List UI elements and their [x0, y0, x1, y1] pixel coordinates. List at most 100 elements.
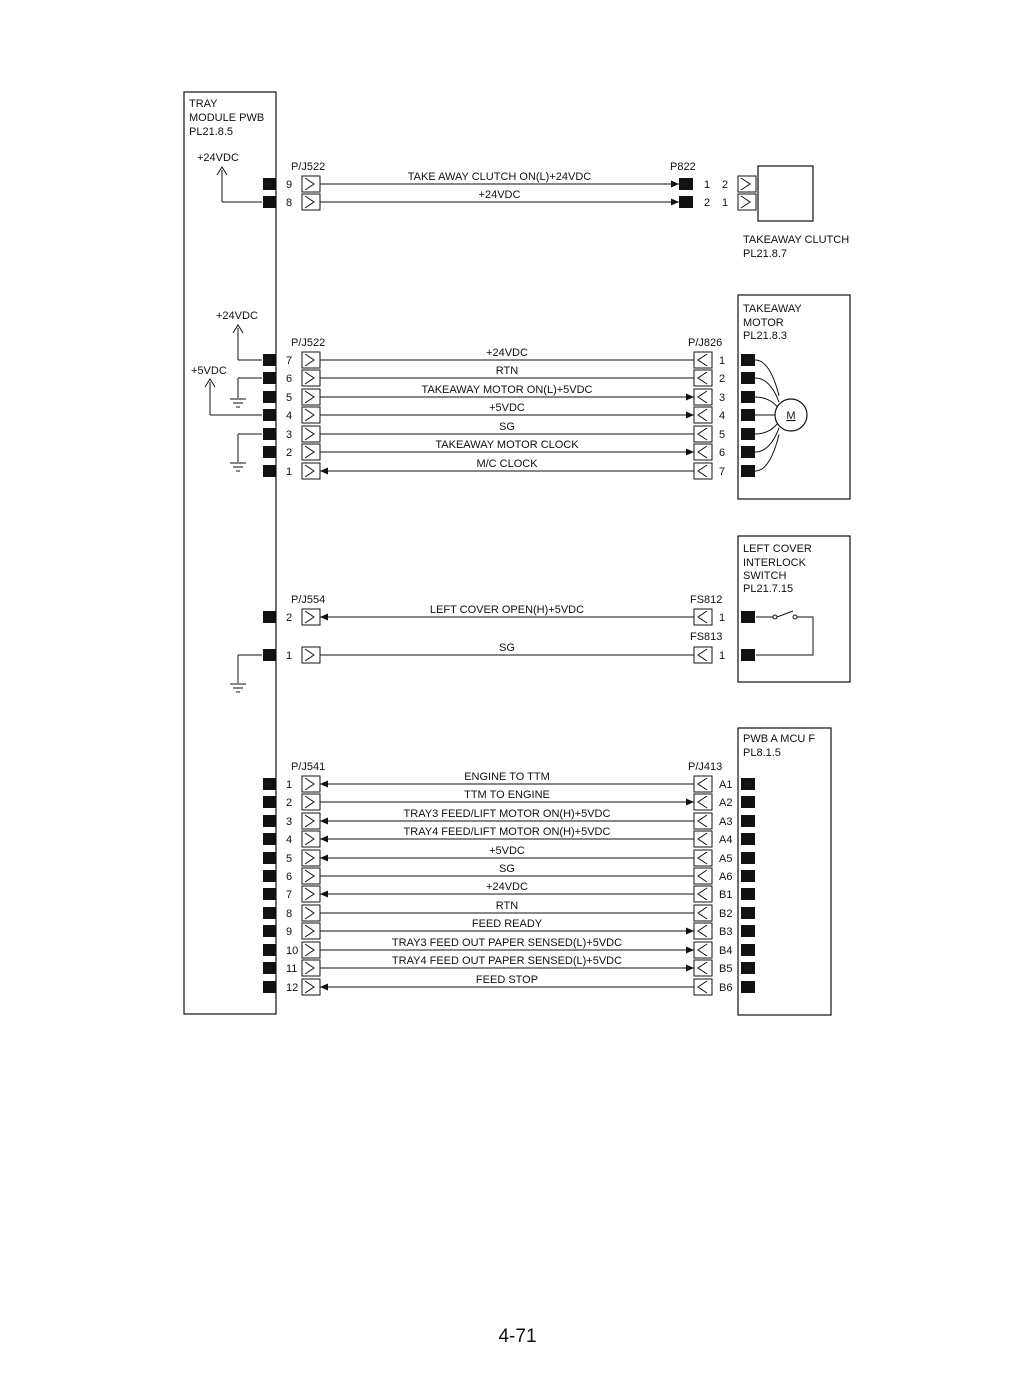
right-socket	[693, 388, 713, 406]
device-pin	[741, 446, 755, 458]
arrow-left-icon	[320, 780, 328, 788]
left-pin-number: 1	[286, 779, 292, 791]
board-pin	[263, 446, 276, 458]
connector-fs812: FS812	[690, 594, 722, 606]
right-chevron-icon	[697, 445, 708, 459]
board-pin	[263, 796, 276, 808]
takeaway-motor: TAKEAWAY MOTOR PL21.8.3 M	[737, 294, 851, 500]
right-chevron-icon	[697, 943, 708, 957]
tray-module-label-2: MODULE PWB	[189, 112, 264, 124]
takeaway-motor-label-3: PL21.8.3	[743, 330, 787, 342]
interlock-switch: LEFT COVER INTERLOCK SWITCH PL21.7.15	[737, 535, 851, 683]
left-socket	[301, 830, 321, 848]
left-chevron-icon	[304, 832, 315, 846]
right-chevron-icon	[697, 814, 708, 828]
right-socket	[693, 351, 713, 369]
right-socket	[693, 922, 713, 940]
arrow-right-icon	[686, 798, 694, 806]
left-pin-number: 1	[286, 650, 292, 662]
left-socket	[301, 885, 321, 903]
right-pin-number: B1	[719, 889, 732, 901]
right-socket	[693, 793, 713, 811]
motor-wire	[754, 434, 780, 472]
left-chevron-icon	[304, 869, 315, 883]
right-chevron-icon	[697, 906, 708, 920]
board-pin	[263, 409, 276, 421]
arrow-left-icon	[320, 983, 328, 991]
right-pin-number: B3	[719, 926, 732, 938]
left-socket	[301, 775, 321, 793]
right-socket	[693, 369, 713, 387]
power-rails: +24VDC +24VDC +5VDC	[191, 152, 262, 693]
left-pin-number: 7	[286, 355, 292, 367]
takeaway-motor-label-2: MOTOR	[743, 317, 784, 329]
right-chevron-icon	[697, 371, 708, 385]
device-pin-number: 1	[722, 197, 728, 209]
right-pin-number: A6	[719, 871, 732, 883]
right-chevron-icon	[697, 610, 708, 624]
right-chevron-icon	[697, 869, 708, 883]
board-pin	[263, 428, 276, 440]
board-pin	[263, 888, 276, 900]
right-pin-number: A4	[719, 834, 732, 846]
right-socket	[693, 941, 713, 959]
device-pin	[741, 852, 755, 864]
board-pin	[263, 852, 276, 864]
left-pin-number: 1	[286, 466, 292, 478]
left-socket	[301, 462, 321, 480]
right-chevron-icon	[697, 408, 708, 422]
right-pin-number: 1	[704, 179, 710, 191]
signal-label: TRAY4 FEED/LIFT MOTOR ON(H)+5VDC	[404, 826, 611, 838]
left-socket	[301, 959, 321, 977]
signal-label: M/C CLOCK	[476, 458, 538, 470]
tray-module-label-1: TRAY	[189, 98, 218, 110]
right-chevron-icon	[697, 851, 708, 865]
device-pin	[741, 944, 755, 956]
connector-pj541: P/J541	[291, 761, 325, 773]
left-pin-number: 6	[286, 871, 292, 883]
connector-p822: P822	[670, 161, 696, 173]
signal-label: LEFT COVER OPEN(H)+5VDC	[430, 604, 584, 616]
device-pin	[741, 465, 755, 477]
left-chevron-icon	[304, 445, 315, 459]
right-socket	[693, 830, 713, 848]
device-pin	[741, 354, 755, 366]
right-chevron-icon	[697, 777, 708, 791]
board-pin	[263, 870, 276, 882]
left-pin-number: 6	[286, 373, 292, 385]
left-chevron-icon	[304, 906, 315, 920]
left-pin-number: 8	[286, 197, 292, 209]
signal-label: TRAY3 FEED OUT PAPER SENSED(L)+5VDC	[392, 937, 622, 949]
right-pin-number: 4	[719, 410, 725, 422]
left-pin-number: 7	[286, 889, 292, 901]
connector-pj413: P/J413	[688, 761, 722, 773]
signal-label: SG	[499, 863, 515, 875]
left-chevron-icon	[304, 980, 315, 994]
device-pin	[741, 428, 755, 440]
switch-pivot-icon	[772, 614, 778, 620]
board-pin	[263, 611, 276, 623]
signal-label: TAKE AWAY CLUTCH ON(L)+24VDC	[408, 171, 592, 183]
device-pin-number: 2	[722, 179, 728, 191]
takeaway-clutch-label-1: TAKEAWAY CLUTCH	[743, 234, 849, 246]
left-chevron-icon	[304, 943, 315, 957]
signal-label: SG	[499, 421, 515, 433]
pwb-mcu-label-1: PWB A MCU F	[743, 733, 815, 745]
arrow-right-icon	[671, 198, 679, 206]
arrow-left-icon	[320, 890, 328, 898]
left-socket	[301, 388, 321, 406]
left-chevron-icon	[304, 371, 315, 385]
power-label-24v-b: +24VDC	[216, 310, 258, 322]
connector-pin	[679, 178, 693, 190]
right-socket	[693, 462, 713, 480]
